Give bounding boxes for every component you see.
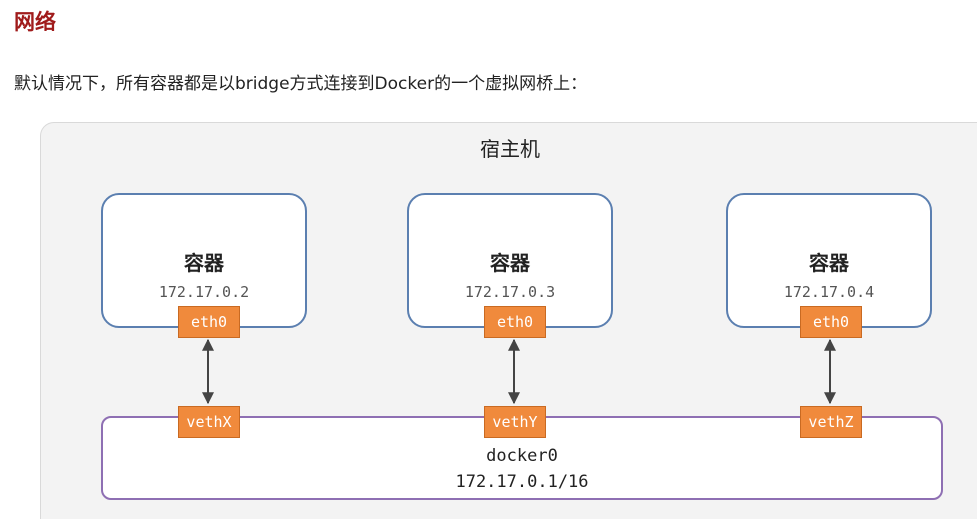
- container-name: 容器: [809, 251, 849, 275]
- section-title: 网络: [14, 10, 56, 34]
- container-box-1: 容器 172.17.0.2: [101, 193, 307, 328]
- eth0-interface-3: eth0: [800, 306, 862, 338]
- container-box-3: 容器 172.17.0.4: [726, 193, 932, 328]
- container-ip: 172.17.0.2: [158, 283, 250, 301]
- container-name: 容器: [490, 251, 530, 275]
- container-ip: 172.17.0.3: [464, 283, 556, 301]
- eth0-interface-2: eth0: [484, 306, 546, 338]
- container-box-2: 容器 172.17.0.3: [407, 193, 613, 328]
- container-ip: 172.17.0.4: [783, 283, 875, 301]
- veth-interface-x: vethX: [178, 406, 240, 438]
- veth-interface-y: vethY: [484, 406, 546, 438]
- description-text: 默认情况下，所有容器都是以bridge方式连接到Docker的一个虚拟网桥上：: [14, 74, 588, 94]
- bridge-subnet: 172.17.0.1/16: [455, 472, 589, 492]
- container-name: 容器: [184, 251, 224, 275]
- bridge-name: docker0: [486, 446, 558, 466]
- eth0-interface-1: eth0: [178, 306, 240, 338]
- host-machine-label: 宿主机: [480, 137, 540, 161]
- veth-interface-z: vethZ: [800, 406, 862, 438]
